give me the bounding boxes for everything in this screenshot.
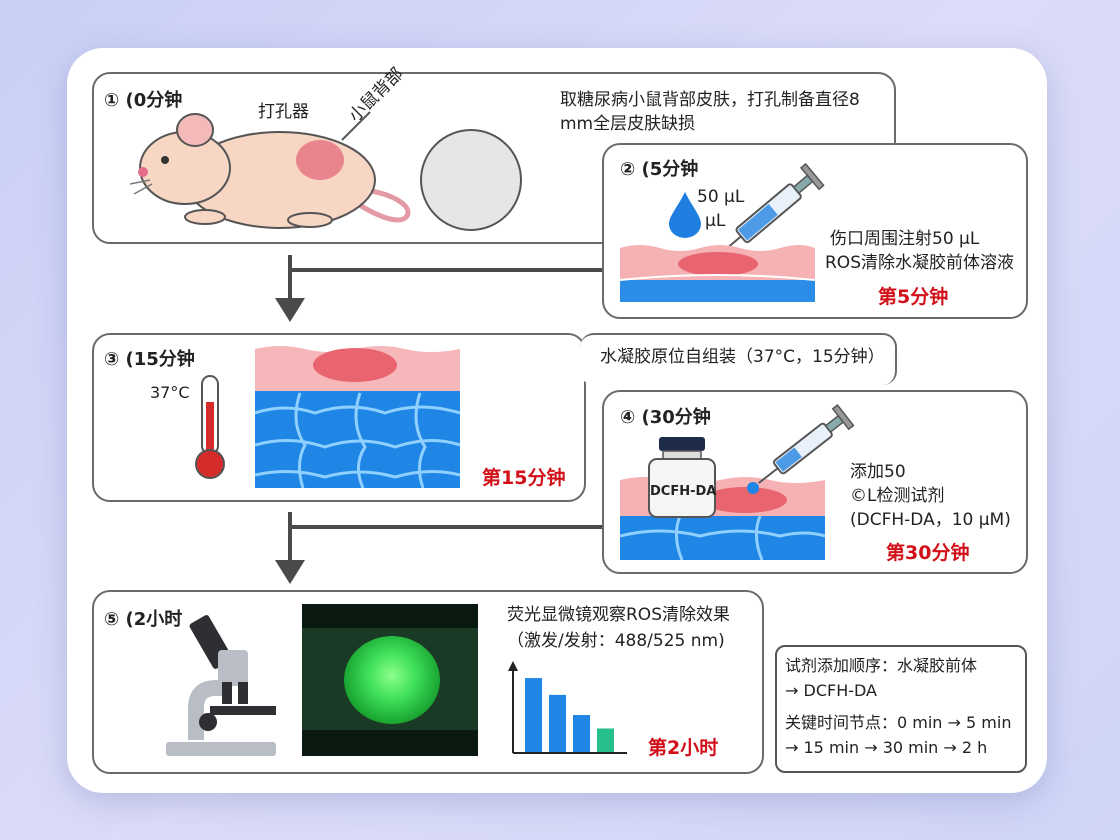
summary-line1: 试剂添加顺序：水凝胶前体 [785,656,978,675]
fluorescence-image [302,604,478,756]
ros-bar-chart [508,661,627,754]
summary-box [775,645,1027,773]
drop-volume-line2: µL [705,211,726,231]
chart-bar-3 [573,715,590,752]
thermometer-icon [195,375,225,479]
syringe-icon [720,162,825,256]
vial-label: DCFH-DA [650,484,717,499]
step1-description-line1: 取糖尿病小鼠背部皮肤，打孔制备直径8 [560,90,860,110]
step5-description-line1: 荧光显微镜观察ROS清除效果 [507,605,730,625]
step5-description-line2: （激发/发射：488/525 nm) [507,631,725,651]
step1-label: ① (0分钟 [104,90,183,111]
step4-time-label: 第30分钟 [886,542,970,564]
step2-time-label: 第5分钟 [878,286,949,308]
step4-description-line2: ©L检测试剂 [850,486,945,506]
syringe-icon-2 [758,403,855,484]
step3-label: ③ (15分钟 [104,349,195,370]
temperature-label: 37°C [150,383,190,402]
step2-description-line1: 伤口周围注射50 µL [830,229,980,249]
summary-line2: → DCFH-DA [785,681,877,700]
water-drop-icon [669,192,701,238]
step4-label: ④ (30分钟 [620,407,711,428]
step3-description: 水凝胶原位自组装（37°C，15分钟） [600,347,885,367]
chart-bar-1 [525,678,542,752]
hydrogel-tissue-illustration [255,346,460,488]
chart-y-axis-arrow [508,661,518,671]
microscope-icon [166,615,276,756]
summary-line3: 关键时间节点：0 min → 5 min [785,713,1012,732]
drop-volume-line1: 50 µL [697,187,745,207]
punch-label: 打孔器 [258,102,309,122]
step2-label: ② (5分钟 [620,159,699,180]
skin-punch-disc [420,129,522,231]
step4-description-line3: (DCFH-DA，10 µM) [850,510,1011,530]
summary-line4: → 15 min → 30 min → 2 h [785,738,988,757]
step3-description-box [580,333,897,385]
step4-description-line1: 添加50 [850,462,906,482]
step1-description-line2: mm全层皮肤缺损 [560,114,696,134]
step5-time-label: 第2小时 [648,737,719,759]
chart-bar-4 [597,728,614,752]
arrow-down-1 [275,298,305,322]
arrow-down-2 [275,560,305,584]
fluorescent-wound [344,636,440,724]
wound-skin-cross-section [620,245,815,302]
mouse-illustration [130,111,411,229]
chart-bar-2 [549,694,566,752]
step5-label: ⑤ (2小时 [104,609,183,630]
dcfh-da-vial [648,437,716,518]
step2-description-line2: ROS清除水凝胶前体溶液 [825,253,1014,273]
step3-time-label: 第15分钟 [482,467,566,489]
